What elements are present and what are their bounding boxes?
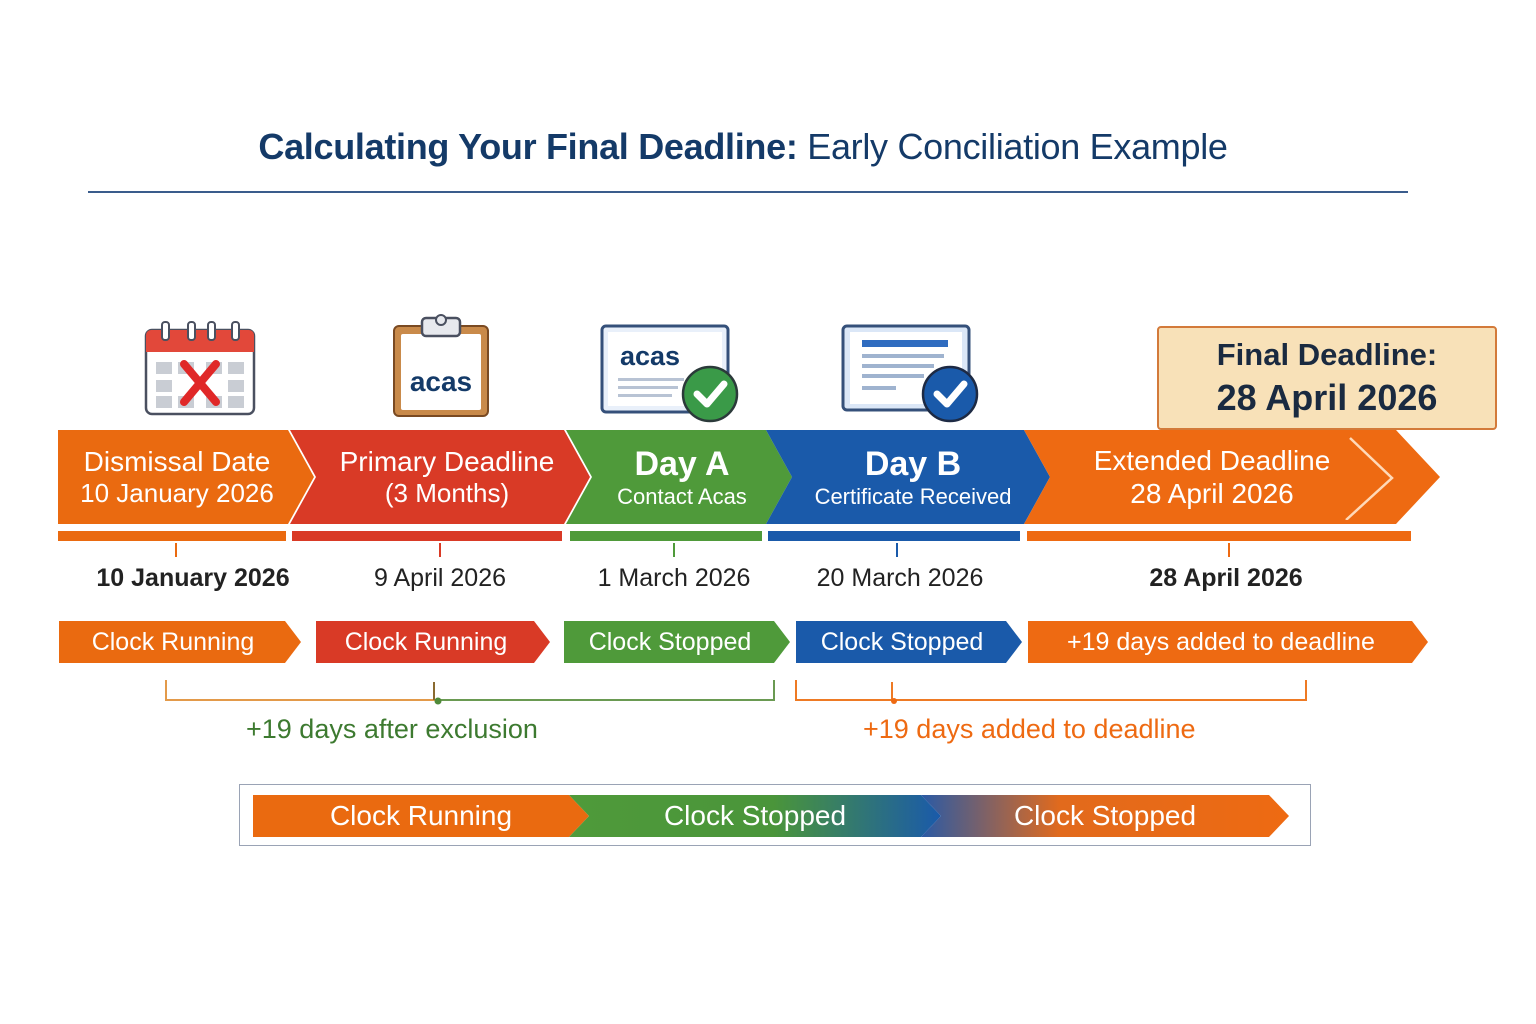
stage-dismissal-date: Dismissal Date 10 January 2026 — [58, 430, 314, 524]
final-deadline-callout: Final Deadline: 28 April 2026 — [1157, 326, 1497, 430]
calendar-cross-icon — [144, 321, 256, 416]
stage-title: Day B — [864, 444, 962, 483]
stage-title: Day A — [634, 444, 730, 483]
added-days-bracket — [795, 680, 1307, 704]
acas-document-text: acas — [620, 341, 680, 371]
stage-primary-deadline: Primary Deadline (3 Months) — [290, 430, 590, 524]
stage-date: 9 April 2026 — [373, 564, 507, 592]
acas-clipboard-icon: acas — [393, 314, 489, 417]
status-badge: Clock Running — [316, 621, 550, 663]
added-days-note: +19 days added to deadline — [863, 714, 1196, 744]
stage-tick — [896, 543, 898, 557]
stage-tick — [439, 543, 441, 557]
title-divider — [88, 191, 1408, 193]
stage-subtitle: 10 January 2026 — [80, 478, 274, 509]
stage-subtitle: (3 Months) — [384, 478, 510, 509]
stage-subtitle: 28 April 2026 — [1130, 478, 1294, 509]
status-badge: Clock Stopped — [796, 621, 1022, 663]
summary-clock-stopped: Clock Stopped — [569, 795, 941, 837]
stage-date: 28 April 2026 — [1149, 564, 1303, 592]
status-badge: Clock Stopped — [564, 621, 790, 663]
summary-clock-stopped-extended: Clock Stopped — [921, 795, 1289, 837]
stage-subtitle: Contact Acas — [617, 484, 747, 510]
stage-day-a: Day A Contact Acas — [566, 430, 792, 524]
chevron-outline-icon — [1345, 437, 1394, 520]
stage-tick — [673, 543, 675, 557]
exclusion-note: +19 days after exclusion — [246, 714, 538, 744]
stage-subtitle: Certificate Received — [814, 484, 1012, 510]
acas-document-check-icon: acas — [600, 324, 739, 423]
stage-title: Extended Deadline — [1093, 444, 1331, 476]
status-badge: Clock Running — [59, 621, 301, 663]
stage-extended-deadline: Extended Deadline 28 April 2026 — [1024, 430, 1440, 524]
stage-underbar — [1027, 531, 1411, 541]
page-title: Calculating Your Final Deadline: Early C… — [258, 126, 1228, 167]
stage-tick — [175, 543, 177, 557]
stage-date: 20 March 2026 — [816, 564, 984, 592]
stage-underbar — [570, 531, 762, 541]
final-deadline-label: Final Deadline: — [1216, 337, 1438, 373]
stage-underbar — [58, 531, 286, 541]
stage-day-b: Day B Certificate Received — [766, 430, 1050, 524]
exclusion-bracket — [165, 680, 775, 705]
stage-tick — [1228, 543, 1230, 557]
stage-title: Dismissal Date — [83, 446, 271, 478]
stage-date: 1 March 2026 — [597, 564, 751, 592]
stage-underbar — [768, 531, 1020, 541]
certificate-check-icon — [841, 324, 979, 423]
stage-underbar — [292, 531, 562, 541]
status-badge: +19 days added to deadline — [1028, 621, 1428, 663]
acas-clipboard-text: acas — [410, 366, 472, 397]
final-deadline-date: 28 April 2026 — [1216, 376, 1438, 418]
summary-box — [239, 784, 1311, 846]
stage-date: 10 January 2026 — [96, 564, 290, 592]
stage-title: Primary Deadline — [339, 446, 555, 478]
summary-clock-running: Clock Running — [253, 795, 589, 837]
